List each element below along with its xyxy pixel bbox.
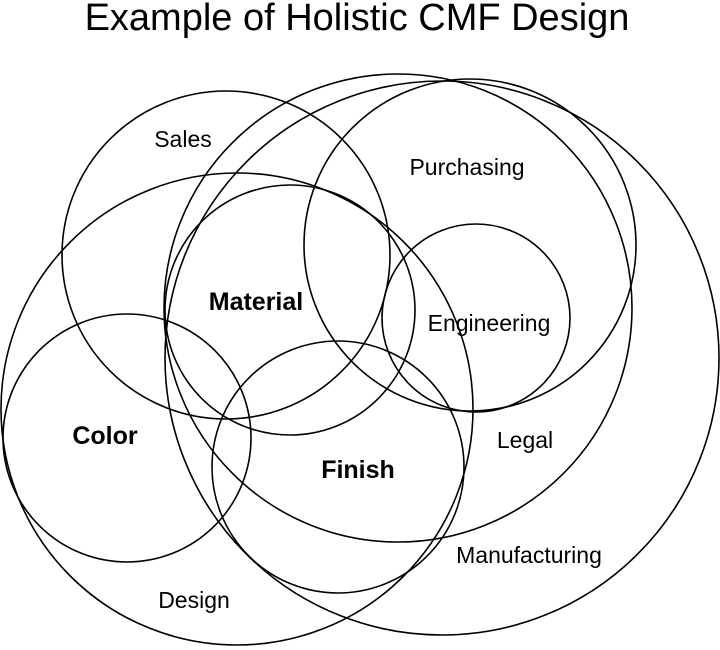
purchasing-circle	[303, 78, 637, 412]
color-circle	[2, 313, 252, 563]
design-label: Design	[158, 587, 230, 613]
color-label: Color	[72, 422, 138, 450]
finish-label: Finish	[321, 456, 395, 484]
purchasing-label: Purchasing	[409, 154, 524, 180]
sales-circle	[61, 90, 391, 420]
material-label: Material	[209, 288, 303, 316]
legal-label: Legal	[497, 427, 553, 453]
manufacturing-label: Manufacturing	[456, 542, 602, 568]
legal-circle	[163, 73, 633, 543]
design-circle	[0, 172, 474, 646]
page-title: Example of Holistic CMF Design	[85, 0, 630, 39]
engineering-label: Engineering	[428, 310, 551, 336]
finish-circle	[211, 340, 465, 594]
engineering-circle	[381, 223, 571, 413]
material-circle	[164, 184, 416, 436]
sales-label: Sales	[154, 126, 212, 152]
